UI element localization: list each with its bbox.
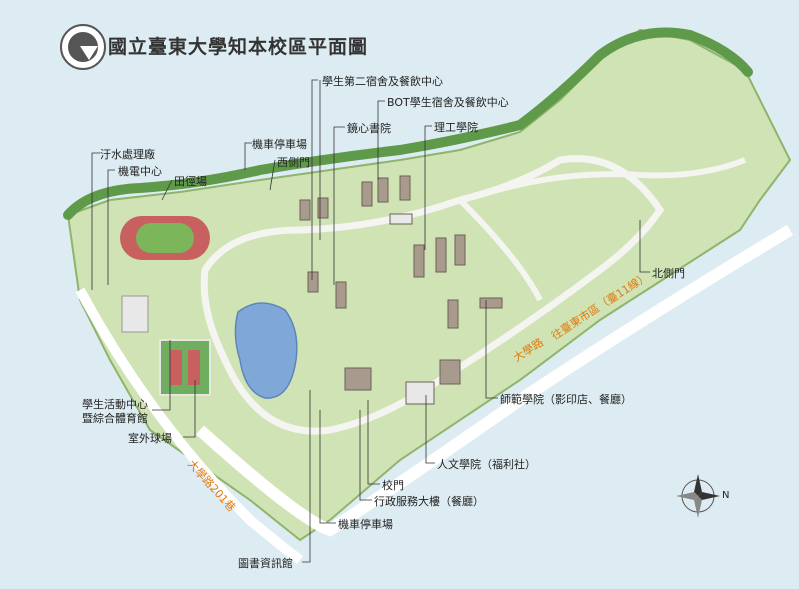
compass-rose xyxy=(676,474,720,518)
university-logo xyxy=(60,24,106,70)
campus-area xyxy=(66,28,792,542)
label-student-center: 學生活動中心 xyxy=(82,398,148,411)
label-electromech-center: 機電中心 xyxy=(118,165,162,178)
label-wastewater-plant: 汙水處理廠 xyxy=(100,148,155,161)
label-moto-parking-west: 機車停車場 xyxy=(252,138,307,151)
label-library: 圖書資訊館 xyxy=(238,557,293,570)
label-track-field: 田徑場 xyxy=(174,175,207,188)
leader-lines xyxy=(91,79,650,563)
track-grass xyxy=(136,223,194,253)
buildings xyxy=(299,175,503,405)
label-outdoor-courts: 室外球場 xyxy=(128,432,172,445)
label-humanities-college: 人文學院（福利社） xyxy=(437,458,536,471)
label-dorm2: 學生第二宿舍及餐飲中心 xyxy=(322,75,443,88)
outdoor-courts xyxy=(159,339,211,396)
label-bot-dorm: BOT學生宿舍及餐飲中心 xyxy=(387,96,509,109)
label-main-gate: 校門 xyxy=(382,479,404,492)
map-title: 國立臺東大學知本校區平面圖 xyxy=(108,36,369,58)
label-jingxin-academy: 鏡心書院 xyxy=(347,122,391,135)
label-student-center-gym: 暨綜合體育館 xyxy=(82,412,148,425)
label-admin-building: 行政服務大樓（餐廳） xyxy=(374,495,484,508)
label-north-gate: 北側門 xyxy=(652,267,685,280)
gym-building xyxy=(121,295,149,333)
label-science-engineering: 理工學院 xyxy=(434,121,478,134)
label-west-gate: 西側門 xyxy=(277,156,310,169)
label-moto-parking-south: 機車停車場 xyxy=(338,518,393,531)
campus-road-loop xyxy=(200,155,665,435)
main-road xyxy=(195,224,794,537)
lake xyxy=(234,302,298,399)
forest-edge xyxy=(63,27,753,220)
compass-north-label: N xyxy=(722,490,730,501)
label-teachers-college: 師範學院（影印店、餐廳） xyxy=(500,393,632,406)
side-road-201 xyxy=(75,287,304,564)
campus-road-east xyxy=(457,157,747,302)
